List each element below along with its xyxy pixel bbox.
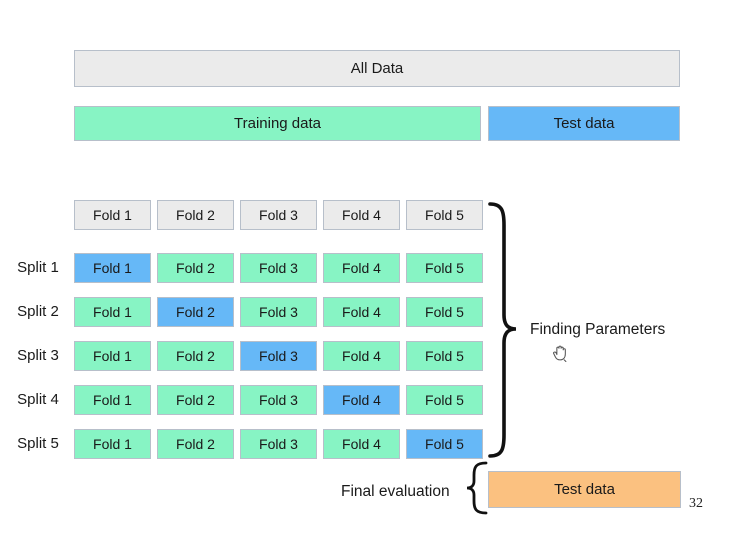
- final-evaluation-label: Final evaluation: [341, 483, 450, 500]
- hand-cursor-icon: [553, 345, 567, 362]
- fold-cell: Fold 2: [157, 429, 234, 459]
- split-label: Split 1: [17, 259, 59, 276]
- page-number: 32: [689, 496, 703, 511]
- training-data-bar: Training data: [74, 106, 481, 141]
- final-test-data-bar: Test data: [488, 471, 681, 508]
- fold-cell: Fold 4: [323, 253, 400, 283]
- fold-cell: Fold 3: [240, 429, 317, 459]
- final-test-data-label: Test data: [554, 481, 615, 498]
- fold-header-cell: Fold 3: [240, 200, 317, 230]
- cv-brace: [488, 202, 517, 458]
- fold-header-cell: Fold 1: [74, 200, 151, 230]
- training-data-label: Training data: [234, 115, 321, 132]
- fold-header-cell: Fold 5: [406, 200, 483, 230]
- fold-cell: Fold 2: [157, 341, 234, 371]
- fold-cell: Fold 1: [74, 297, 151, 327]
- split-label: Split 2: [17, 303, 59, 320]
- fold-cell: Fold 5: [406, 297, 483, 327]
- fold-cell: Fold 2: [157, 385, 234, 415]
- fold-cell: Fold 3: [240, 385, 317, 415]
- fold-cell: Fold 4: [323, 429, 400, 459]
- fold-cell: Fold 3: [240, 297, 317, 327]
- fold-cell: Fold 1: [74, 341, 151, 371]
- fold-header-cell: Fold 2: [157, 200, 234, 230]
- split-label: Split 4: [17, 391, 59, 408]
- test-data-label: Test data: [553, 115, 615, 132]
- test-data-bar: Test data: [488, 106, 680, 141]
- fold-cell: Fold 5: [406, 341, 483, 371]
- fold-cell: Fold 3: [240, 341, 317, 371]
- fold-cell: Fold 1: [74, 253, 151, 283]
- final-evaluation-brace: [466, 461, 488, 515]
- split-label: Split 5: [17, 435, 59, 452]
- fold-cell: Fold 2: [157, 253, 234, 283]
- fold-header-cell: Fold 4: [323, 200, 400, 230]
- fold-cell: Fold 1: [74, 385, 151, 415]
- fold-cell: Fold 4: [323, 297, 400, 327]
- fold-cell: Fold 4: [323, 385, 400, 415]
- fold-cell: Fold 4: [323, 341, 400, 371]
- fold-cell: Fold 3: [240, 253, 317, 283]
- fold-cell: Fold 5: [406, 385, 483, 415]
- finding-parameters-label: Finding Parameters: [530, 321, 666, 338]
- all-data-bar: All Data: [74, 50, 680, 87]
- fold-cell: Fold 5: [406, 429, 483, 459]
- split-label: Split 3: [17, 347, 59, 364]
- fold-cell: Fold 5: [406, 253, 483, 283]
- fold-cell: Fold 2: [157, 297, 234, 327]
- all-data-label: All Data: [350, 60, 404, 77]
- fold-cell: Fold 1: [74, 429, 151, 459]
